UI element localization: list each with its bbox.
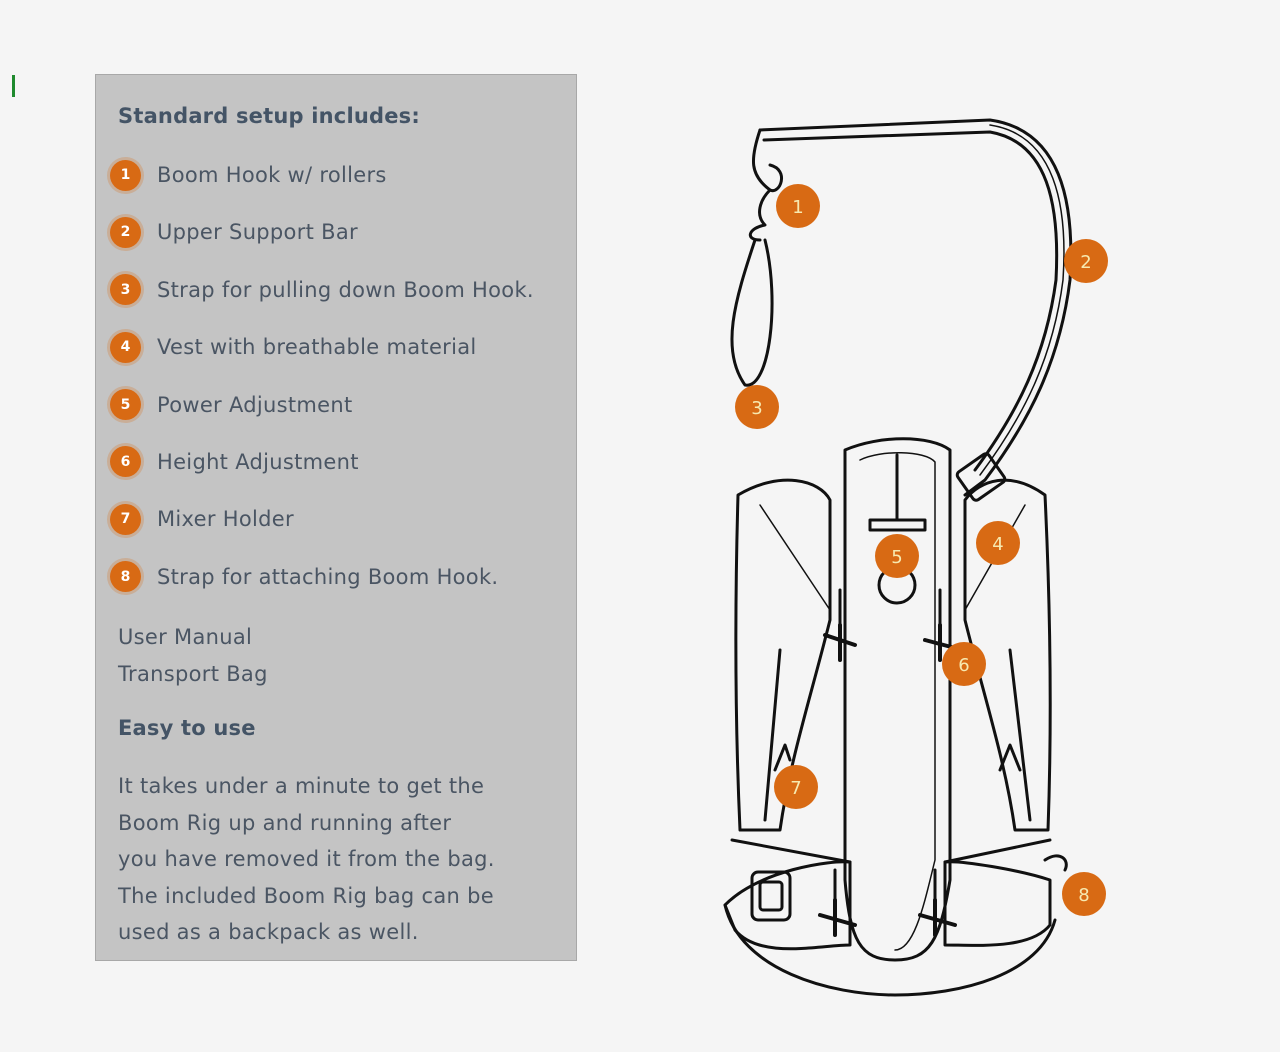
callout-3-label: 3 (751, 398, 762, 419)
callout-6 (942, 642, 986, 686)
list-item-label: Upper Support Bar (157, 220, 358, 245)
list-item-label: Power Adjustment (157, 392, 353, 417)
number-badge: 1 (110, 159, 141, 191)
number-badge: 5 (110, 389, 141, 421)
paragraph-line: used as a backpack as well. (118, 920, 419, 945)
callout-7 (774, 765, 818, 809)
setup-panel: Standard setup includes: 1 Boom Hook w/ … (95, 74, 577, 961)
number-badge: 3 (110, 274, 141, 306)
callout-8-label: 8 (1078, 885, 1089, 906)
number-badge: 7 (110, 503, 141, 535)
easy-to-use-paragraph: It takes under a minute to get the Boom … (118, 768, 558, 951)
list-item-label: Strap for pulling down Boom Hook. (157, 277, 534, 302)
callout-2-label: 2 (1080, 252, 1091, 273)
list-item: 7 Mixer Holder (110, 502, 534, 536)
list-item-label: Strap for attaching Boom Hook. (157, 564, 499, 589)
extra-item: Transport Bag (118, 662, 268, 686)
list-item: 6 Height Adjustment (110, 445, 534, 479)
callout-1 (776, 184, 820, 228)
paragraph-line: you have removed it from the bag. (118, 847, 495, 872)
list-item: 3 Strap for pulling down Boom Hook. (110, 273, 534, 307)
text-cursor (12, 75, 15, 97)
callout-6-label: 6 (958, 655, 969, 676)
callout-3 (735, 385, 779, 429)
callout-8 (1062, 872, 1106, 916)
callout-4 (976, 521, 1020, 565)
extra-item: User Manual (118, 625, 253, 649)
list-item: 2 Upper Support Bar (110, 215, 534, 249)
paragraph-line: The included Boom Rig bag can be (118, 883, 494, 908)
list-item-label: Height Adjustment (157, 449, 359, 474)
boom-rig-drawing: 1 2 3 4 5 6 7 8 (723, 118, 1108, 997)
paragraph-line: It takes under a minute to get the (118, 774, 485, 798)
paragraph-line: Boom Rig up and running after (118, 810, 452, 835)
list-item-label: Boom Hook w/ rollers (157, 163, 387, 187)
callout-markers: 1 2 3 4 5 6 7 8 (735, 184, 1108, 916)
list-item: 5 Power Adjustment (110, 388, 534, 422)
number-badge: 6 (110, 446, 141, 478)
number-badge: 2 (110, 216, 141, 248)
callout-1-label: 1 (792, 197, 803, 218)
callout-2 (1064, 239, 1108, 283)
list-item-label: Mixer Holder (157, 507, 294, 532)
callout-5 (875, 534, 919, 578)
easy-to-use-heading: Easy to use (118, 716, 256, 740)
callout-7-label: 7 (790, 778, 801, 799)
list-item: 4 Vest with breathable material (110, 330, 534, 364)
callout-4-label: 4 (992, 534, 1003, 555)
setup-list: 1 Boom Hook w/ rollers 2 Upper Support B… (110, 158, 534, 617)
list-item-label: Vest with breathable material (157, 335, 477, 360)
list-item: 8 Strap for attaching Boom Hook. (110, 560, 534, 594)
boom-rig-illustration: 1 2 3 4 5 6 7 8 (700, 100, 1130, 1010)
callout-5-label: 5 (891, 547, 902, 568)
list-item: 1 Boom Hook w/ rollers (110, 158, 534, 192)
standard-setup-heading: Standard setup includes: (118, 104, 420, 128)
number-badge: 8 (110, 561, 141, 593)
number-badge: 4 (110, 331, 141, 363)
extras-list: User Manual Transport Bag (118, 622, 268, 696)
